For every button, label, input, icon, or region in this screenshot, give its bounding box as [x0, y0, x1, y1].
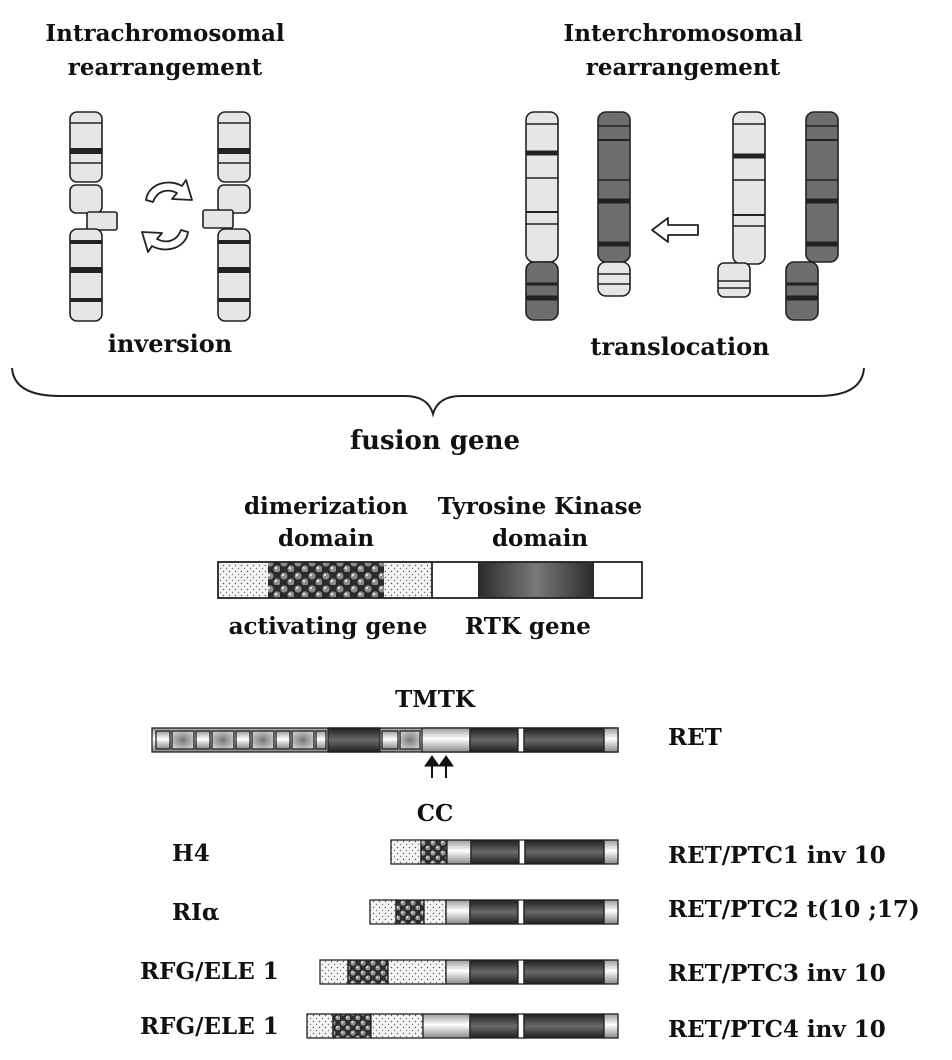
breakpoint-arrows-icon: [424, 755, 454, 778]
cc-label: CC: [416, 800, 454, 827]
rtk-gene-label: RTK gene: [465, 613, 591, 640]
chromosome-inversion-right: [202, 111, 251, 322]
partner-label-h4: H4: [172, 840, 210, 867]
fusion-name-ret-ptc1: RET/PTC1 inv 10: [668, 842, 886, 869]
chromosome-trans-light-1: [525, 111, 559, 321]
fusion-gene-title: fusion gene: [349, 426, 521, 456]
fusion-name-ret-ptc2: RET/PTC2 t(10 ;17): [668, 896, 920, 923]
inversion-label: inversion: [107, 329, 233, 358]
partner-label-ria: RIα: [172, 899, 220, 926]
fusion-gene-bar: [217, 561, 643, 599]
chromosome-trans-dark-2: [785, 111, 839, 321]
fusion-bar-ret-ptc4: [306, 1013, 619, 1039]
fusion-bar-ret-ptc3: [319, 959, 619, 985]
activating-gene-label: activating gene: [228, 613, 428, 640]
partner-label-rfg-ele1-b: RFG/ELE 1: [140, 1013, 279, 1040]
rotation-arrows-icon: [141, 179, 193, 253]
intra-title-line1: Intrachromosomal: [45, 20, 285, 47]
fusion-bar-ret-ptc1: [390, 839, 619, 865]
chromosome-trans-dark-1: [597, 111, 631, 297]
intra-title-line2: rearrangement: [67, 54, 263, 81]
dimerization-label-line2: domain: [277, 525, 375, 552]
translocation-label: translocation: [590, 332, 770, 361]
chromosome-inversion-left: [69, 111, 118, 322]
tmtk-label: TMTK: [395, 686, 475, 713]
curly-brace: [11, 367, 865, 418]
inter-title-line1: Interchromosomal: [563, 20, 803, 47]
fusion-name-ret-ptc3: RET/PTC3 inv 10: [668, 960, 886, 987]
translocation-arrow-icon: [651, 217, 699, 243]
tk-label-line1: Tyrosine Kinase: [437, 493, 643, 520]
ret-bar: [151, 727, 619, 753]
inter-title-line2: rearrangement: [585, 54, 781, 81]
dimerization-label-line1: dimerization: [243, 493, 409, 520]
ret-label: RET: [668, 724, 722, 751]
chromosome-trans-light-2: [717, 111, 766, 298]
fusion-name-ret-ptc4: RET/PTC4 inv 10: [668, 1016, 886, 1043]
tk-label-line2: domain: [491, 525, 589, 552]
partner-label-rfg-ele1-a: RFG/ELE 1: [140, 958, 279, 985]
fusion-bar-ret-ptc2: [369, 899, 619, 925]
